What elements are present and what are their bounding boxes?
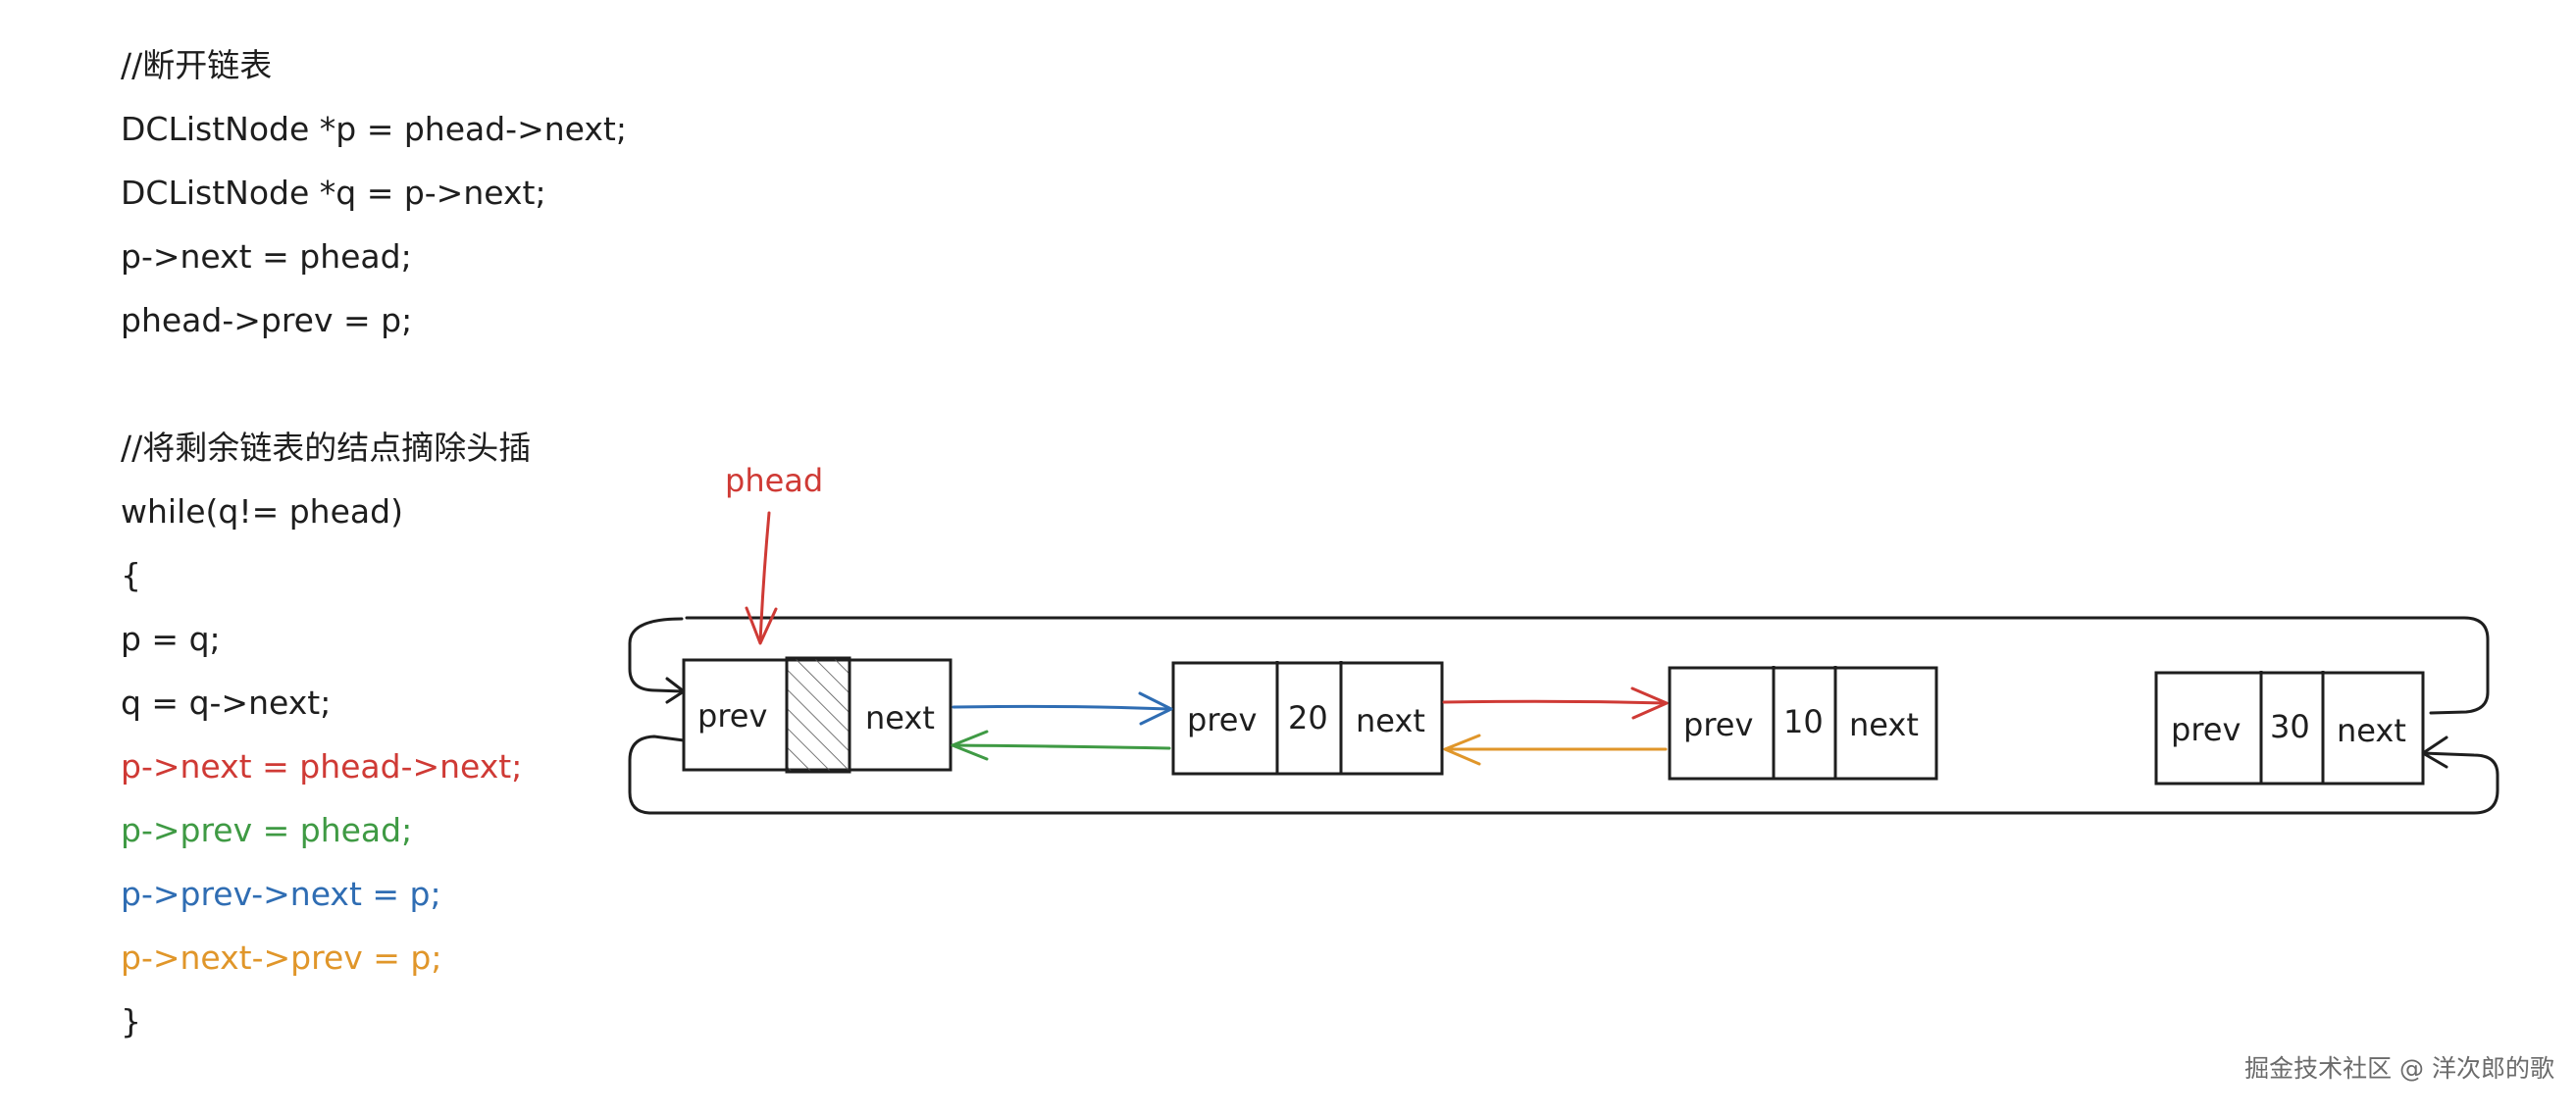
- code-line-red: p->next = phead->next;: [121, 747, 523, 786]
- hatched-data-cell: [785, 656, 851, 774]
- node-next-label: next: [2337, 712, 2406, 749]
- code-line: //将剩余链表的结点摘除头插: [121, 429, 532, 467]
- code-line: DCListNode *p = phead->next;: [121, 110, 627, 148]
- orange-prev-arrow: [1443, 734, 1668, 766]
- code-line: DCListNode *q = p->next;: [121, 174, 546, 212]
- code-line: while(q!= phead): [121, 492, 403, 531]
- code-line: phead->prev = p;: [121, 301, 413, 339]
- code-block: //断开链表 DCListNode *p = phead->next; DCLi…: [121, 41, 627, 1061]
- node-prev-label: prev: [1187, 701, 1257, 738]
- node-prev-label: prev: [1683, 706, 1753, 743]
- list-node-20: prev 20 next: [1171, 661, 1444, 776]
- node-value: 20: [1288, 699, 1328, 736]
- node-next-label: next: [1356, 702, 1425, 739]
- list-node-30: prev 30 next: [2154, 671, 2425, 786]
- node-value: 30: [2270, 708, 2310, 745]
- list-node-10: prev 10 next: [1668, 666, 1938, 781]
- blue-next-arrow: [952, 691, 1173, 726]
- phead-label: phead: [725, 462, 823, 499]
- watermark: 掘金技术社区 @ 洋次郎的歌: [2244, 1054, 2554, 1083]
- loop-entry-path: [628, 617, 685, 693]
- node-value: 10: [1783, 703, 1824, 740]
- node-prev-label: prev: [2171, 711, 2241, 748]
- node-next-label: next: [1849, 706, 1919, 743]
- code-line: }: [121, 1002, 141, 1040]
- code-line-orange: p->next->prev = p;: [121, 938, 442, 977]
- list-node-head: prev next: [682, 656, 953, 774]
- code-line-green: p->prev = phead;: [121, 811, 413, 849]
- phead-pointer-arrow: [745, 511, 778, 645]
- code-line: p->next = phead;: [121, 237, 412, 276]
- red-next-arrow: [1442, 686, 1669, 720]
- node-prev-label: prev: [697, 697, 767, 735]
- green-prev-arrow: [951, 730, 1171, 761]
- code-line: //断开链表: [121, 46, 273, 84]
- node-next-label: next: [865, 699, 935, 736]
- code-line: p = q;: [121, 620, 221, 658]
- code-line-blue: p->prev->next = p;: [121, 875, 441, 913]
- code-line: q = q->next;: [121, 684, 332, 722]
- code-line: {: [121, 556, 141, 594]
- circular-link-loop: [628, 616, 2499, 815]
